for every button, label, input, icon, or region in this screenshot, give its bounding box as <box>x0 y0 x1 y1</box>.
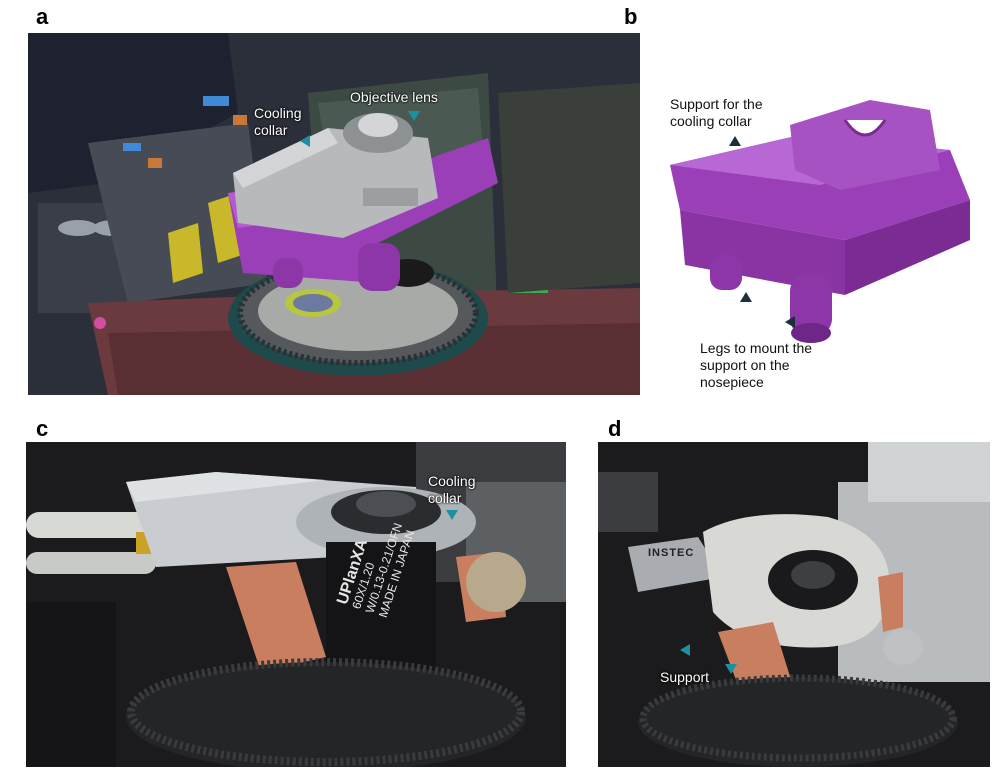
label-support: Support <box>660 669 710 685</box>
panel-letter-a: a <box>36 4 49 29</box>
arrow-leg-1 <box>740 292 752 302</box>
panel-b-support-render <box>640 90 990 350</box>
support-part-image <box>640 90 990 350</box>
panel-c-photo: UPlanXA 60X/1.20 W/0.13-0.21/OFN MADE IN… <box>26 442 566 767</box>
label-cooling-collar-c: Cooling collar <box>428 473 476 506</box>
cad-render-image <box>28 33 640 395</box>
panel-letter-c: c <box>36 416 49 441</box>
photo-d-image <box>598 442 990 767</box>
arrow-leg-2 <box>785 316 795 328</box>
arrow-cooling-collar-a <box>300 135 310 147</box>
arrow-support-1 <box>680 644 690 656</box>
panel-letter-d: d <box>608 416 622 441</box>
arrow-cooling-collar-c <box>446 510 458 520</box>
label-legs: Legs to mount the support on the nosepie… <box>700 340 813 390</box>
photo-c-image <box>26 442 566 767</box>
panel-a-cad-render: Objective lens Cooling collar <box>28 33 640 395</box>
label-cooling-collar-a: Cooling collar <box>254 105 302 138</box>
panel-d-photo: INSTEC Support <box>598 442 990 767</box>
arrow-objective-lens <box>408 111 420 121</box>
arrow-support-2 <box>725 664 737 674</box>
panel-letter-b: b <box>624 4 638 29</box>
instec-label: INSTEC <box>648 547 695 559</box>
label-objective-lens: Objective lens <box>350 89 438 105</box>
label-support-collar: Support for the cooling collar <box>670 96 763 129</box>
arrow-support-collar <box>729 136 741 146</box>
